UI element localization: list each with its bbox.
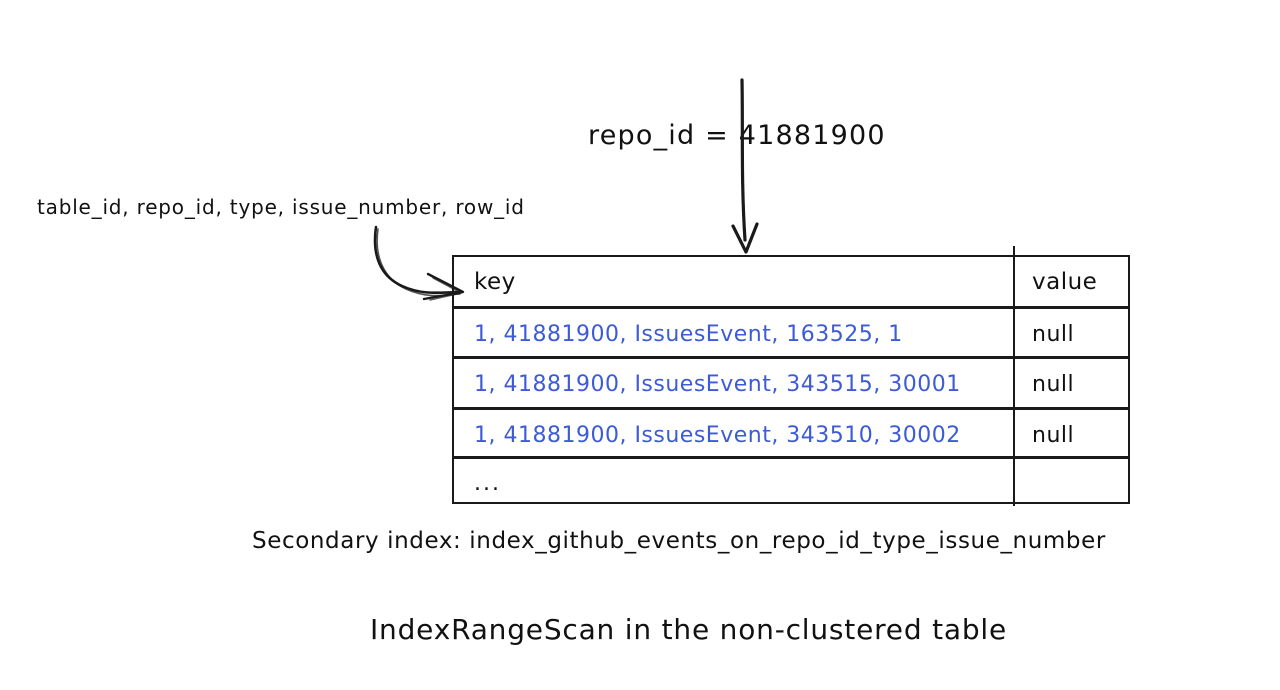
row-separator bbox=[452, 356, 1130, 359]
row-separator bbox=[452, 407, 1130, 410]
table-row[interactable]: 1, 41881900, IssuesEvent, 343510, 30002 … bbox=[452, 410, 1130, 458]
row-separator bbox=[452, 306, 1130, 309]
cell-key: 1, 41881900, IssuesEvent, 343510, 30002 bbox=[474, 423, 961, 448]
query-condition-label: repo_id = 41881900 bbox=[588, 120, 886, 151]
cell-value: null bbox=[1032, 372, 1075, 397]
secondary-index-caption: Secondary index: index_github_events_on_… bbox=[252, 528, 1106, 554]
table-outline bbox=[452, 255, 1130, 504]
cell-value: null bbox=[1032, 423, 1075, 448]
index-columns-label: table_id, repo_id, type, issue_number, r… bbox=[37, 195, 525, 219]
cell-key-ellipsis: ... bbox=[474, 471, 501, 496]
column-divider bbox=[1013, 246, 1016, 506]
table-header-row: key value bbox=[452, 255, 1130, 307]
row-separator bbox=[452, 456, 1130, 459]
column-header-key: key bbox=[474, 269, 516, 295]
table-row[interactable]: 1, 41881900, IssuesEvent, 163525, 1 null bbox=[452, 309, 1130, 358]
cell-key: 1, 41881900, IssuesEvent, 343515, 30001 bbox=[474, 372, 961, 397]
column-header-value: value bbox=[1032, 269, 1098, 295]
index-kv-table: key value 1, 41881900, IssuesEvent, 1635… bbox=[452, 246, 1130, 506]
table-row[interactable]: 1, 41881900, IssuesEvent, 343515, 30001 … bbox=[452, 359, 1130, 408]
columns-pointer-arrow bbox=[373, 225, 465, 301]
cell-value: null bbox=[1032, 322, 1075, 347]
condition-arrow bbox=[731, 78, 759, 254]
diagram-title-caption: IndexRangeScan in the non-clustered tabl… bbox=[370, 613, 1008, 646]
cell-key: 1, 41881900, IssuesEvent, 163525, 1 bbox=[474, 322, 903, 347]
table-row-ellipsis: ... bbox=[452, 459, 1130, 504]
